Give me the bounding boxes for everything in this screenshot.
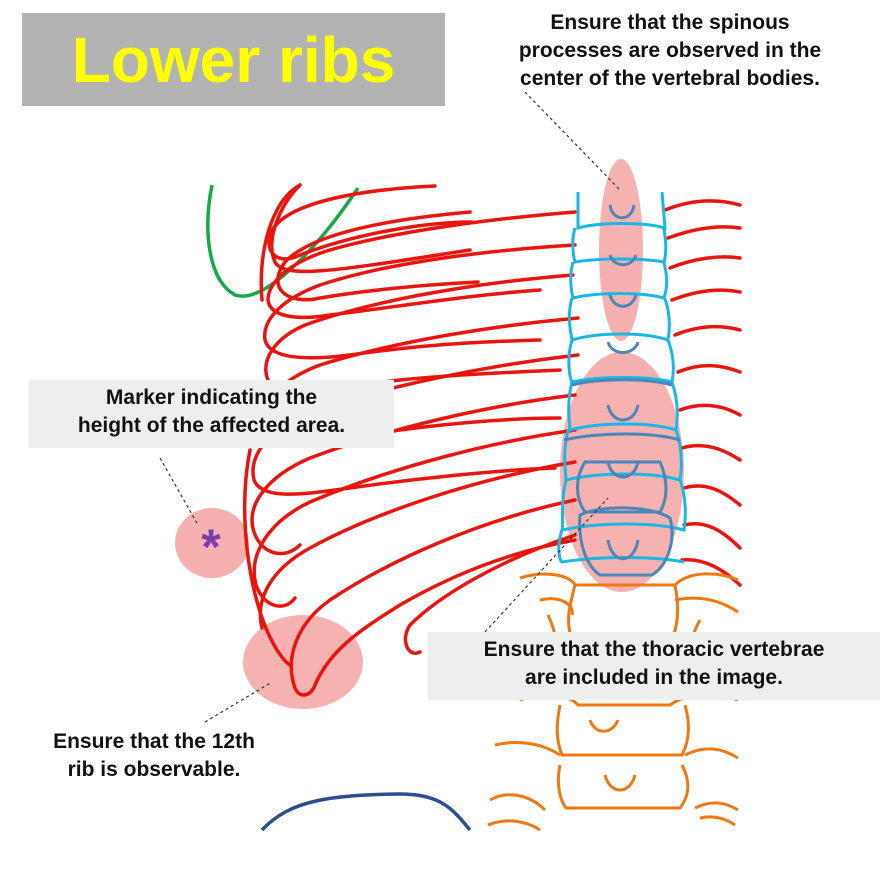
thoracic-note: Ensure that the thoracic vertebrae are i… — [428, 632, 880, 700]
thoracic-highlight — [560, 352, 684, 592]
spinous-highlight — [599, 159, 643, 341]
marker-note-line-2: height of the affected area. — [77, 414, 346, 437]
rib12-note: Ensure that the 12th rib is observable. — [14, 728, 294, 784]
title-banner: Lower ribs — [22, 13, 445, 106]
marker-leader — [159, 457, 199, 526]
thoracic-leader — [484, 497, 609, 633]
scapula-outline — [206, 184, 360, 298]
spinous-note-line-2: processes are observed in the — [518, 39, 822, 62]
rib12-note-line-2: rib is observable. — [67, 758, 241, 781]
spinous-note-line-3: center of the vertebral bodies. — [520, 67, 820, 90]
thoracic-vertebrae — [557, 191, 687, 564]
spinous-processes — [563, 204, 681, 577]
rib12-leader — [204, 681, 273, 723]
marker-highlight — [175, 508, 249, 578]
spinous-leader — [524, 91, 621, 191]
right-ribs — [663, 199, 742, 587]
rib12-note-line-1: Ensure that the 12th — [53, 730, 255, 753]
left-ribs — [242, 183, 580, 697]
page-title: Lower ribs — [71, 23, 396, 96]
rib12-highlight — [243, 615, 363, 709]
lumbar-vertebrae — [487, 572, 739, 832]
affected-area-marker: * — [201, 519, 221, 575]
thoracic-note-line-1: Ensure that the thoracic vertebrae — [483, 638, 825, 661]
thoracic-note-line-2: are included in the image. — [525, 666, 783, 689]
highlight-regions — [175, 159, 684, 709]
spinous-note: Ensure that the spinous processes are ob… — [470, 9, 870, 93]
leader-lines — [159, 91, 621, 723]
iliac-crest — [260, 792, 472, 832]
marker-note: Marker indicating the height of the affe… — [29, 380, 394, 448]
marker-note-line-1: Marker indicating the — [105, 386, 318, 409]
spinous-note-line-1: Ensure that the spinous — [550, 11, 790, 34]
